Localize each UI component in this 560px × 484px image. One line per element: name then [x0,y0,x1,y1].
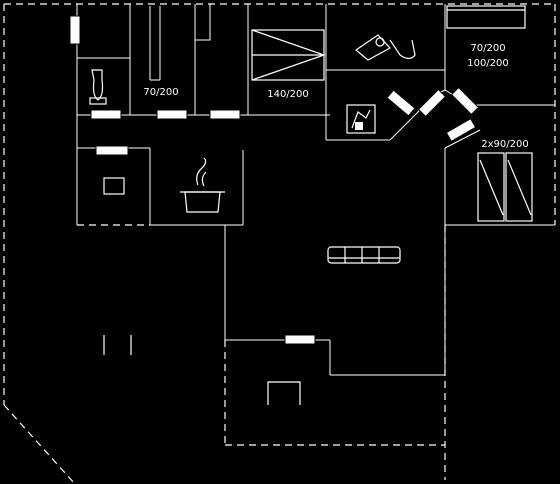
window [417,88,447,118]
room-label: 70/200 [470,43,505,54]
washing-machine-icon [346,104,376,134]
beds [251,5,533,222]
outer-walls [3,3,556,484]
fireplace-icon [103,335,132,355]
window [90,109,122,120]
toilet-icon [89,69,107,105]
oven-icon [103,177,125,195]
shower-icon [355,34,416,61]
dining-table-icon [267,381,301,405]
windows [69,15,480,345]
bed-icon [477,152,505,222]
window [386,89,416,117]
bed-icon [505,152,533,222]
window [445,117,477,143]
window [69,15,81,45]
bed-icon [446,5,526,29]
room-label: 2x90/200 [481,139,528,150]
room-labels: 70/200 140/200 70/200 100/200 2x90/200 [143,43,528,150]
room-label: 70/200 [143,87,178,98]
room-label: 140/200 [267,89,309,100]
window [450,86,480,116]
window [209,109,241,120]
window [156,109,188,120]
window [95,145,129,156]
window [284,334,316,345]
cooking-pot-icon [180,157,225,213]
sofa-icon [327,246,401,264]
room-label: 100/200 [467,58,509,69]
